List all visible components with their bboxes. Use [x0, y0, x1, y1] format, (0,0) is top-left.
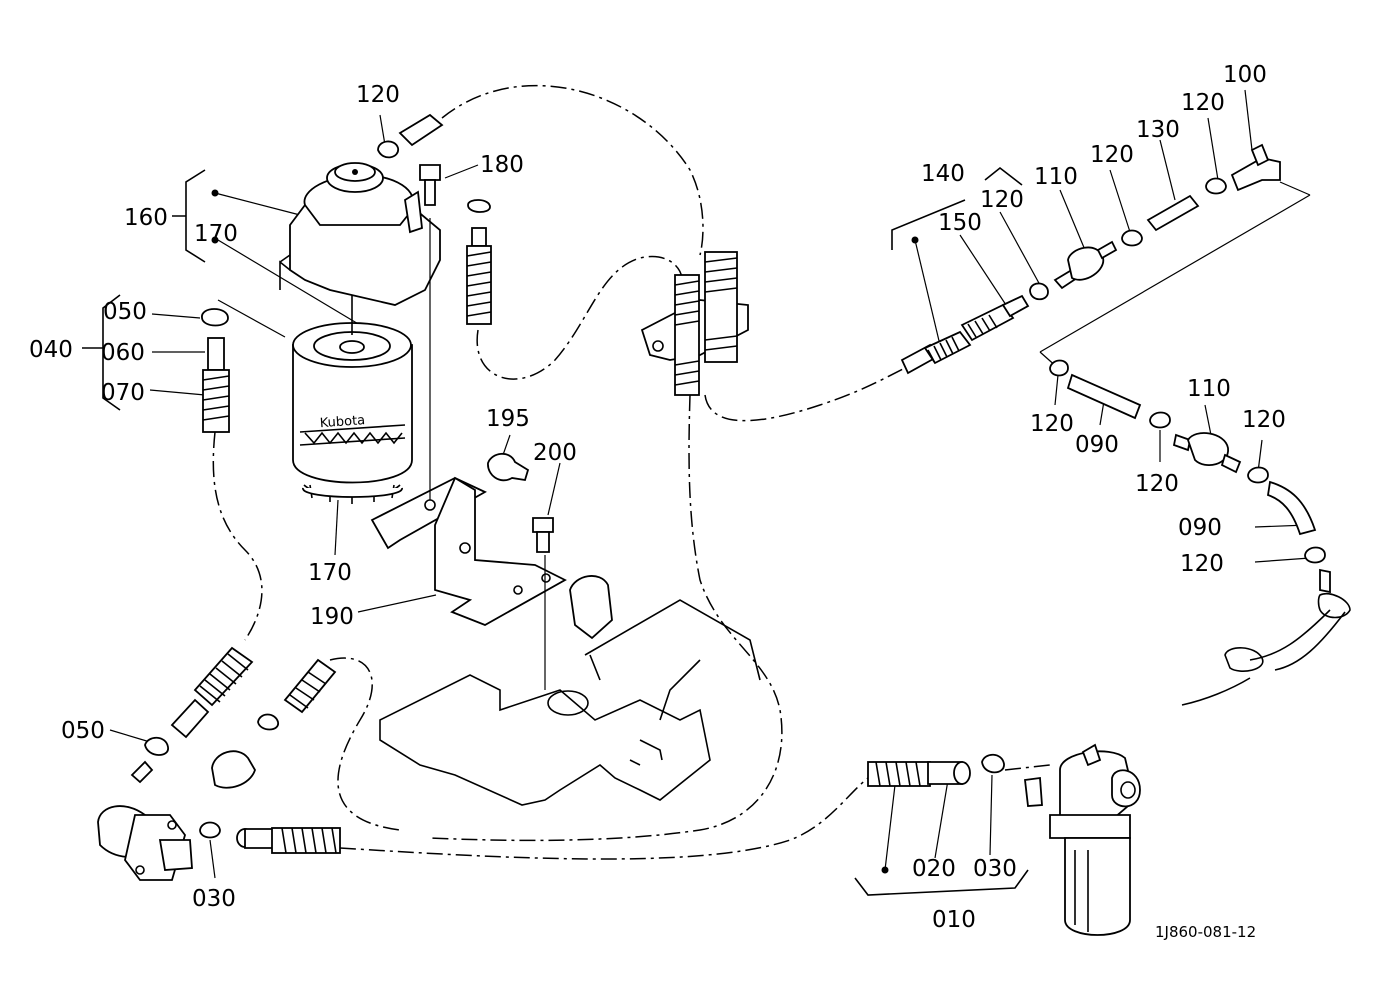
- bracket-040: [82, 294, 121, 411]
- hose-route-center-drop: [429, 394, 783, 842]
- callout-070: 070: [101, 380, 145, 406]
- callout-150: 150: [938, 210, 982, 236]
- filter-brand-label: Kubota: [319, 413, 365, 431]
- callout-195: 195: [486, 406, 530, 432]
- spring-hose-filter-right: [466, 199, 492, 325]
- callout-140: 140: [921, 161, 965, 187]
- bracket-010: [854, 869, 1029, 896]
- fitting-110-top: [1053, 240, 1118, 290]
- callout-170-top: 170: [194, 221, 238, 247]
- callout-120-d: 120: [1030, 411, 1074, 437]
- callout-120-g: 120: [1180, 551, 1224, 577]
- sediment-bowl-filter: [1024, 743, 1141, 936]
- callout-100: 100: [1223, 62, 1267, 88]
- callout-090-right: 090: [1178, 515, 1222, 541]
- mounting-frame: [379, 599, 761, 806]
- clamp-and-hose-130: [1121, 177, 1227, 247]
- callout-130: 130: [1136, 117, 1180, 143]
- tee-fitting-100: [1230, 143, 1281, 192]
- callout-020: 020: [912, 856, 956, 882]
- callout-120-b: 120: [1090, 142, 1134, 168]
- callout-120-f: 120: [1242, 407, 1286, 433]
- callout-050-bottom: 050: [61, 718, 105, 744]
- index-dots: [211, 189, 919, 874]
- callout-050-top: 050: [103, 299, 147, 325]
- callout-120-top: 120: [356, 82, 400, 108]
- hose-route-bottom-long: [339, 774, 873, 860]
- callout-030-left: 030: [192, 886, 236, 912]
- group-brackets: [82, 166, 1029, 896]
- callout-labels: 120 180 160 170 050 040 060 070 195 200 …: [29, 62, 1286, 941]
- left-lower-hoses: [130, 646, 337, 789]
- fuel-filter-assembly: Kubota: [279, 162, 441, 504]
- hose-route-filter-to-clamp: [476, 255, 683, 380]
- callout-110-mid: 110: [1187, 376, 1231, 402]
- hose-route-clamp-to-140: [704, 367, 906, 422]
- hose-route-left-down: [212, 431, 263, 641]
- fuel-pump-left: [97, 805, 221, 881]
- bolt-180: [419, 164, 441, 206]
- callout-120-e: 120: [1135, 471, 1179, 497]
- callout-030-right: 030: [973, 856, 1017, 882]
- hose-route-to-sediment-bowl: [1004, 764, 1051, 771]
- hose-route-left-loop: [329, 657, 401, 831]
- bracket-140: [891, 166, 1023, 250]
- callout-060: 060: [101, 340, 145, 366]
- hose-line-140: [900, 282, 1049, 375]
- callout-120-c: 120: [1181, 90, 1225, 116]
- callout-160: 160: [124, 205, 168, 231]
- hose-top-120: [377, 113, 444, 159]
- hose-clamp-bracket: [640, 251, 749, 396]
- callout-090-left: 090: [1075, 432, 1119, 458]
- hose-bottom-left: [236, 827, 341, 854]
- callout-110-top: 110: [1034, 164, 1078, 190]
- callout-120-a: 120: [980, 187, 1024, 213]
- document-id: 1J860-081-12: [1155, 923, 1256, 941]
- callout-170-bottom: 170: [308, 560, 352, 586]
- bracket-160: [172, 169, 206, 263]
- hose-020: [867, 761, 971, 787]
- callout-190: 190: [310, 604, 354, 630]
- clamp-030-right: [981, 753, 1005, 774]
- banjo-195: [487, 452, 530, 482]
- hose-group-040: [201, 308, 230, 433]
- lower-right-hoses: [1049, 359, 1351, 706]
- mounting-bracket-190: [370, 476, 613, 640]
- callout-200: 200: [533, 440, 577, 466]
- hose-routes: [212, 84, 1051, 860]
- callout-040: 040: [29, 337, 73, 363]
- callout-010: 010: [932, 907, 976, 933]
- callout-180: 180: [480, 152, 524, 178]
- bolt-200: [532, 517, 554, 553]
- hose-route-top-loop: [441, 84, 704, 256]
